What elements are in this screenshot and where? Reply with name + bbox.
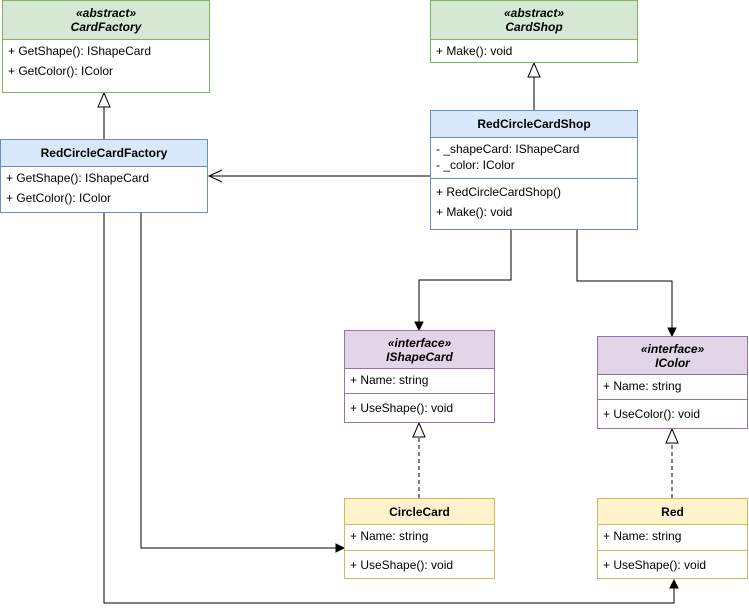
- class-red[interactable]: Red + Name: string + UseShape(): void: [597, 498, 748, 579]
- class-cardshop[interactable]: «abstract» CardShop + Make(): void: [430, 0, 638, 63]
- class-name: CircleCard: [389, 504, 450, 519]
- method-row: + GetShape(): IShapeCard: [8, 44, 152, 58]
- methods-section: + GetShape(): IShapeCard + GetColor(): I…: [3, 40, 209, 92]
- field-row: + Name: string: [350, 373, 429, 387]
- stereotype-label: «abstract»: [503, 6, 565, 20]
- method-row: + UseColor(): void: [603, 407, 701, 421]
- method-row: + GetShape(): IShapeCard: [6, 171, 150, 185]
- class-redcirclecardfactory[interactable]: RedCircleCardFactory + GetShape(): IShap…: [0, 139, 208, 213]
- generalization-arrowhead: [527, 61, 541, 78]
- field-row: + Name: string: [603, 379, 682, 393]
- fields-section: + Name: string: [598, 375, 747, 400]
- class-header: Red: [598, 499, 747, 525]
- fields-section: + Name: string: [598, 525, 747, 551]
- field-row: + Name: string: [350, 529, 429, 543]
- class-name: CardShop: [505, 20, 563, 34]
- filled-arrowhead: [669, 578, 679, 589]
- class-name: RedCircleCardShop: [477, 117, 591, 131]
- stereotype-label: «interface»: [387, 335, 452, 350]
- methods-section: + UseColor(): void: [598, 400, 747, 428]
- class-header: «abstract» CardFactory: [3, 1, 209, 40]
- edge-factory-creates-circlecard: [140, 212, 338, 549]
- field-row: + Name: string: [603, 529, 682, 543]
- method-row: + Make(): void: [436, 205, 513, 219]
- method-row: + UseShape(): void: [350, 558, 454, 572]
- class-header: RedCircleCardFactory: [1, 140, 207, 167]
- fields-section: + Name: string: [345, 525, 494, 551]
- stereotype-label: «interface»: [640, 341, 705, 356]
- realization-arrowhead: [412, 421, 426, 438]
- class-name: Red: [661, 504, 684, 519]
- filled-arrowhead: [667, 327, 677, 338]
- fields-section: + Name: string: [345, 369, 494, 394]
- class-header: RedCircleCardShop: [431, 111, 637, 138]
- class-header: «interface» IColor: [598, 337, 747, 375]
- class-redcirclecardshop[interactable]: RedCircleCardShop - _shapeCard: IShapeCa…: [430, 110, 638, 230]
- methods-section: + UseShape(): void: [598, 551, 747, 578]
- filled-arrowhead: [414, 321, 424, 332]
- class-name: CardFactory: [70, 20, 142, 34]
- methods-section: + Make(): void: [431, 40, 637, 62]
- field-row: - _shapeCard: IShapeCard: [436, 142, 580, 156]
- method-row: + Make(): void: [436, 44, 513, 58]
- method-row: + UseShape(): void: [350, 401, 454, 415]
- field-row: - _color: IColor: [436, 158, 515, 172]
- class-name: IColor: [655, 355, 690, 370]
- filled-arrowhead: [335, 543, 346, 553]
- methods-section: + GetShape(): IShapeCard + GetColor(): I…: [1, 167, 207, 212]
- method-row: + GetColor(): IColor: [6, 191, 112, 205]
- class-cardfactory[interactable]: «abstract» CardFactory + GetShape(): ISh…: [2, 0, 210, 93]
- method-row: + RedCircleCardShop(): [436, 185, 562, 199]
- class-name: RedCircleCardFactory: [40, 146, 168, 160]
- generalization-arrowhead: [97, 91, 111, 108]
- class-header: CircleCard: [345, 499, 494, 525]
- class-circlecard[interactable]: CircleCard + Name: string + UseShape(): …: [344, 498, 495, 579]
- method-row: + UseShape(): void: [603, 558, 707, 572]
- edge-shop-to-icolor: [576, 230, 673, 330]
- realization-arrowhead: [665, 427, 679, 444]
- class-name: IShapeCard: [386, 349, 453, 364]
- fields-section: - _shapeCard: IShapeCard - _color: IColo…: [431, 138, 637, 179]
- methods-section: + RedCircleCardShop() + Make(): void: [431, 179, 637, 229]
- class-header: «interface» IShapeCard: [345, 331, 494, 369]
- edge-factory-creates-red: [103, 212, 675, 604]
- stereotype-label: «abstract»: [75, 6, 137, 20]
- methods-section: + UseShape(): void: [345, 394, 494, 422]
- method-row: + GetColor(): IColor: [8, 64, 114, 78]
- edge-shop-to-ishapecard: [418, 230, 512, 324]
- class-header: «abstract» CardShop: [431, 1, 637, 40]
- open-arrowhead: [207, 169, 223, 183]
- methods-section: + UseShape(): void: [345, 551, 494, 578]
- interface-icolor[interactable]: «interface» IColor + Name: string + UseC…: [597, 336, 748, 429]
- interface-ishapecard[interactable]: «interface» IShapeCard + Name: string + …: [344, 330, 495, 423]
